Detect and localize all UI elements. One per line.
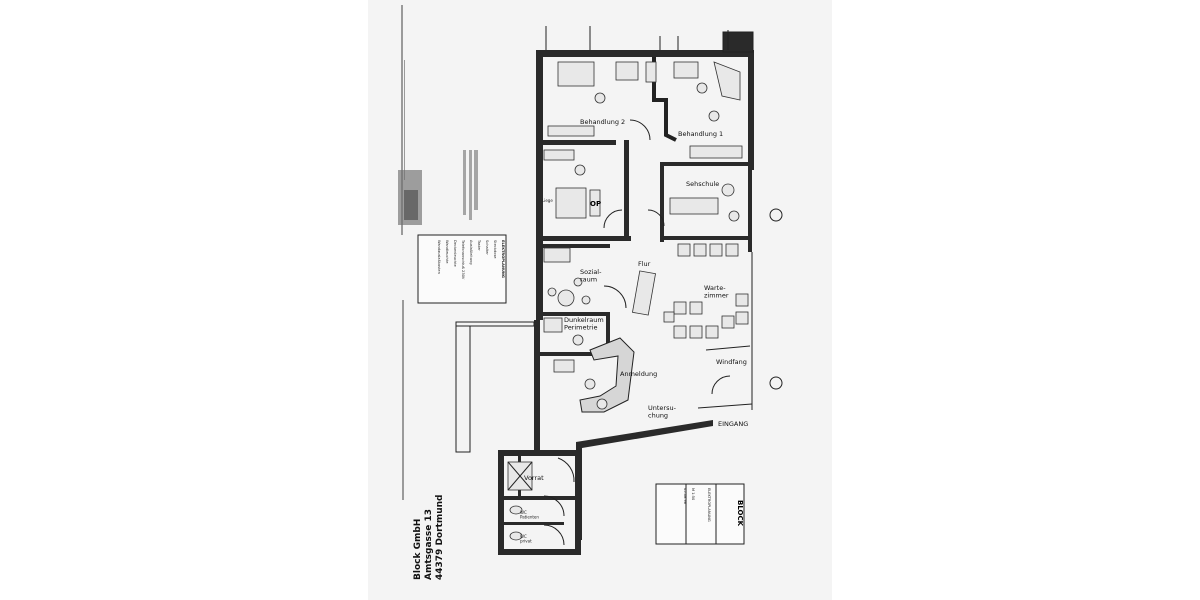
- legend-item-6: Deckenleuchte: [453, 240, 457, 268]
- firm-city: 44379 Dortmund: [435, 495, 445, 580]
- label-line: zimmer: [704, 291, 729, 299]
- label-line: Perimetrie: [564, 323, 598, 331]
- titleblock-project: ELEKTROPLANUNG: [707, 488, 711, 522]
- interior-walls: [504, 57, 753, 525]
- label-line: chung: [648, 411, 668, 419]
- room-label-eingang: EINGANG: [718, 420, 748, 428]
- titleblock-scale: M 1:50: [691, 488, 695, 501]
- label-line: Dunkelraum: [564, 316, 604, 324]
- legend-title: ELEKTROPLANUNG: [501, 240, 505, 278]
- firm-name: Block GmbH: [413, 519, 423, 580]
- label-line: Patienten: [520, 515, 539, 520]
- room-label-windfang: Windfang: [716, 358, 747, 366]
- plan-notes: [463, 150, 478, 220]
- label-line: raum: [580, 275, 597, 283]
- punch-hole-bottom: [769, 376, 783, 390]
- legend-item-7: Wandleuchte: [445, 240, 449, 264]
- room-label-behandlung2: Behandlung 2: [580, 118, 625, 126]
- titleblock-logo: BLOCK: [736, 500, 744, 527]
- room-label-anmeldung: Anmeldung: [620, 370, 657, 378]
- outer-walls: [455, 26, 754, 555]
- title-block: BLOCK ELEKTROPLANUNG M 1:50 05.08.98: [655, 483, 745, 545]
- firm-street: Amtsgasse 13: [424, 509, 434, 580]
- room-label-liege: Liege: [542, 198, 553, 203]
- firm-address: Block GmbH Amtsgasse 13 44379 Dortmund: [413, 495, 445, 580]
- label-line: Warte-: [704, 284, 726, 292]
- room-labels: Behandlung 2 Behandlung 1 Sehschule Lieg…: [520, 118, 748, 544]
- label-line: WC: [520, 534, 527, 539]
- room-label-op: OP: [590, 200, 601, 208]
- room-label-sehschule: Sehschule: [686, 180, 719, 188]
- room-label-untersuchung: Untersu-chung: [648, 404, 677, 419]
- label-line: privat: [520, 539, 532, 544]
- room-label-vorrat: Vorrat: [524, 474, 544, 482]
- legend-item-8: Wandauslaßkasten: [437, 240, 441, 274]
- room-label-sozialraum: Sozial-raum: [580, 268, 602, 283]
- legend-item-5: Telefonanschluß 230V: [461, 239, 465, 280]
- label-line: Untersu-: [648, 404, 677, 412]
- punch-hole-top: [769, 208, 783, 222]
- label-line: Sozial-: [580, 268, 602, 276]
- legend-item-1: Steckdose: [493, 240, 497, 259]
- label-line: WC: [520, 510, 527, 515]
- legend-item-3: Taster: [477, 239, 481, 251]
- floor-plan: Behandlung 2 Behandlung 1 Sehschule Lieg…: [398, 5, 783, 580]
- sozialraum-line: Sozial-raum: [580, 268, 602, 283]
- legend-item-4: Auslaßleitung: [469, 240, 473, 265]
- room-label-flur: Flur: [638, 260, 651, 268]
- room-label-behandlung1: Behandlung 1: [678, 130, 723, 138]
- drawing-sheet: Behandlung 2 Behandlung 1 Sehschule Lieg…: [368, 0, 832, 600]
- legend-box: ELEKTROPLANUNG Steckdose Schalter Taster…: [417, 234, 507, 304]
- door-swings: [603, 119, 731, 395]
- room-label-wartezimmer: Warte-zimmer: [704, 284, 729, 299]
- legend-item-2: Schalter: [485, 240, 489, 255]
- furniture: [507, 61, 749, 546]
- scan-noise: [398, 5, 422, 500]
- titleblock-date: 05.08.98: [683, 488, 687, 505]
